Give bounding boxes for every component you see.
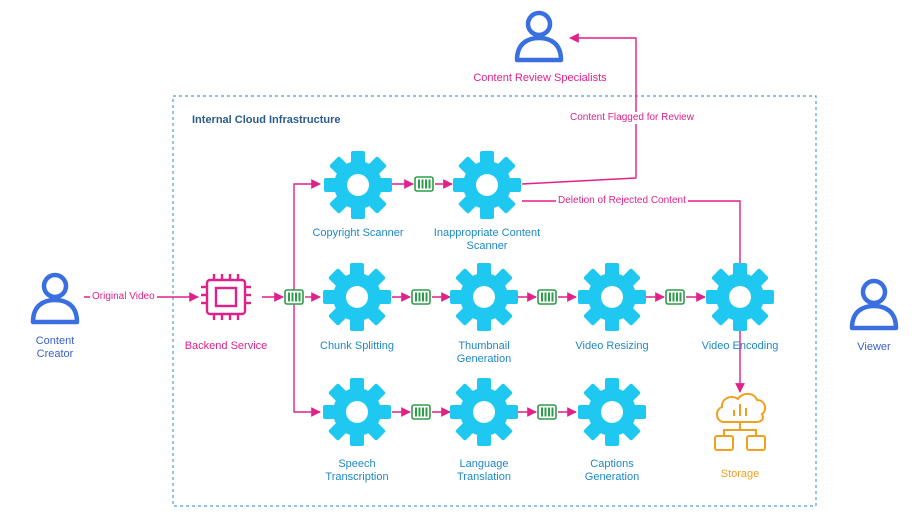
edge-inappropriate-reviewers — [521, 33, 637, 185]
backend-label: Backend Service — [184, 340, 268, 352]
cloud-storage-icon — [714, 392, 767, 451]
edge-queue-speech — [293, 297, 321, 417]
queue-icon — [537, 404, 557, 420]
reviewers-person-icon — [517, 13, 561, 60]
queue-icon — [665, 289, 685, 305]
thumbnail-gear-icon — [450, 263, 518, 331]
boundary-label: Internal Cloud Infrastructure — [192, 114, 341, 126]
edge-queue-copyright — [293, 179, 321, 297]
captions-gear-icon — [578, 378, 646, 446]
inappropriate-gear-icon — [453, 151, 521, 219]
speech-label: Speech Transcription — [325, 458, 389, 483]
reviewers-label: Content Review Specialists — [473, 72, 607, 84]
edge-label-deletion: Deletion of Rejected Content — [556, 195, 688, 207]
queue-icon — [414, 176, 434, 192]
captions-label: Captions Generation — [584, 458, 640, 483]
viewer-label: Viewer — [857, 341, 891, 353]
encoding-label: Video Encoding — [701, 340, 779, 352]
queue-icon — [537, 289, 557, 305]
queue-icon — [411, 289, 431, 305]
copyright-label: Copyright Scanner — [312, 227, 404, 239]
edge-label-original-video: Original Video — [90, 291, 157, 303]
resizing-gear-icon — [578, 263, 646, 331]
creator-label: Content Creator — [35, 335, 75, 360]
queue-icon — [411, 404, 431, 420]
chunk-gear-icon — [323, 263, 391, 331]
creator-person-icon — [33, 275, 77, 322]
encoding-gear-icon — [706, 263, 774, 331]
viewer-person-icon — [852, 281, 896, 328]
translation-label: Language Translation — [456, 458, 511, 483]
storage-label: Storage — [720, 468, 760, 480]
translation-gear-icon — [450, 378, 518, 446]
inappropriate-label: Inappropriate Content Scanner — [433, 227, 541, 252]
resizing-label: Video Resizing — [575, 340, 649, 352]
copyright-gear-icon — [324, 151, 392, 219]
chunk-label: Chunk Splitting — [320, 340, 394, 352]
thumbnail-label: Thumbnail Generation — [456, 340, 512, 365]
queue-icon — [284, 289, 304, 305]
cloud-boundary — [172, 95, 817, 507]
cpu-chip-icon — [201, 274, 251, 320]
speech-gear-icon — [323, 378, 391, 446]
edge-label-flagged: Content Flagged for Review — [568, 112, 696, 124]
flow-lines — [84, 33, 745, 417]
